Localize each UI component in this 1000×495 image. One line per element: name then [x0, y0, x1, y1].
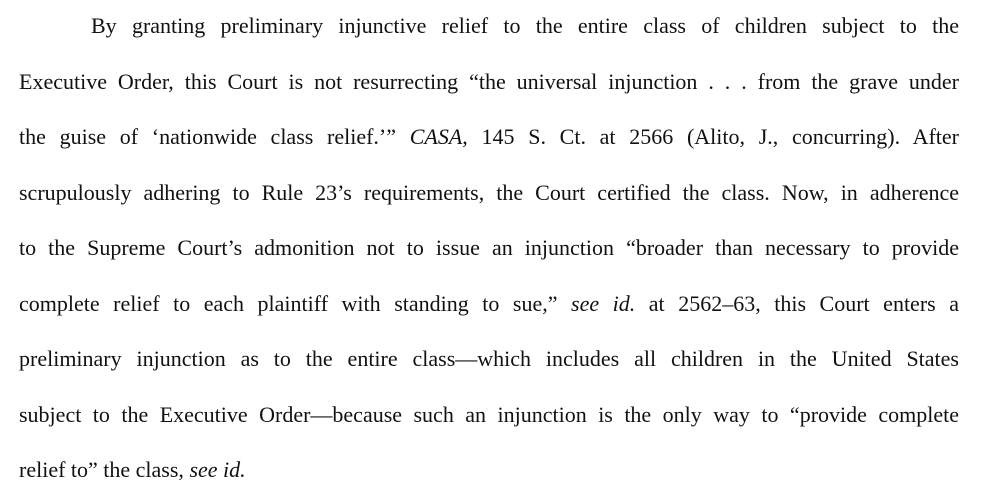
paragraph-line-2: Executive Order, this Court is not resur…	[19, 69, 959, 94]
line-3-text-end: , 145 S. Ct. at 2566 (Alito, J., concurr…	[462, 124, 959, 149]
paragraph-line-7: preliminary injunction as to the entire …	[19, 346, 959, 371]
case-citation-casa: CASA	[409, 124, 463, 149]
line-6-text-start: complete relief to each plaintiff with s…	[19, 291, 572, 316]
paragraph-line-1: By granting preliminary injunctive relie…	[91, 13, 959, 38]
paragraph-line-6: complete relief to each plaintiff with s…	[19, 289, 959, 319]
line-6-text-end: at 2562–63, this Court enters a	[635, 291, 959, 316]
paragraph-line-5: to the Supreme Court’s admonition not to…	[19, 235, 959, 260]
line-9-text-start: relief to” the class,	[19, 457, 190, 482]
citation-see-id-final: see id.	[189, 457, 246, 482]
paragraph-line-3: the guise of ‘nationwide class relief.’”…	[19, 122, 959, 152]
citation-see-id: see id.	[571, 291, 636, 316]
paragraph-line-9: relief to” the class, see id.	[19, 455, 959, 485]
line-3-text-start: the guise of ‘nationwide class relief.’”	[19, 124, 410, 149]
paragraph-line-8: subject to the Executive Order—because s…	[19, 402, 959, 427]
paragraph-line-4: scrupulously adhering to Rule 23’s requi…	[19, 180, 959, 205]
